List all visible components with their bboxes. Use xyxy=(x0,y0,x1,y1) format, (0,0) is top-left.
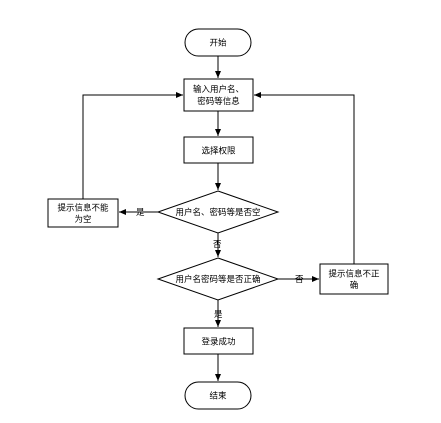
node-msg-empty: 提示信息不能 为空 xyxy=(47,198,119,228)
node-msg-invalid-label-line1: 提示信息不正 xyxy=(328,269,380,280)
node-login-ok-label: 登录成功 xyxy=(201,337,235,348)
node-input: 输入用户名、 密码等信息 xyxy=(183,78,254,112)
node-msg-invalid: 提示信息不正 确 xyxy=(319,263,389,295)
edge-msg-invalid-back-to-input xyxy=(254,92,355,264)
node-check-valid: 用户名密码等是否正确 xyxy=(156,257,280,301)
node-check-empty-label: 用户名、密码等是否空 xyxy=(175,207,260,218)
node-select-label: 选择权限 xyxy=(201,146,236,157)
node-end-label: 结束 xyxy=(209,391,227,402)
node-login-ok: 登录成功 xyxy=(183,327,254,355)
node-check-empty: 用户名、密码等是否空 xyxy=(156,190,280,234)
edge-label-valid-yes: 是 xyxy=(214,310,223,320)
node-input-label-line2: 密码等信息 xyxy=(197,96,240,107)
node-select: 选择权限 xyxy=(183,136,254,164)
edge-msg-empty-back-to-input xyxy=(82,92,183,199)
edge-label-valid-no: 否 xyxy=(295,275,304,285)
node-msg-invalid-label-line2: 确 xyxy=(350,280,359,291)
node-start: 开始 xyxy=(184,28,252,57)
edge-label-empty-no: 否 xyxy=(213,240,222,250)
node-msg-empty-label-line2: 为空 xyxy=(74,214,91,225)
node-end: 结束 xyxy=(184,381,252,410)
node-start-label: 开始 xyxy=(209,38,227,49)
node-msg-empty-label-line1: 提示信息不能 xyxy=(57,203,109,214)
node-input-label-line1: 输入用户名、 xyxy=(193,84,244,95)
edge-label-empty-yes: 是 xyxy=(136,208,145,218)
node-check-valid-label: 用户名密码等是否正确 xyxy=(175,274,260,285)
